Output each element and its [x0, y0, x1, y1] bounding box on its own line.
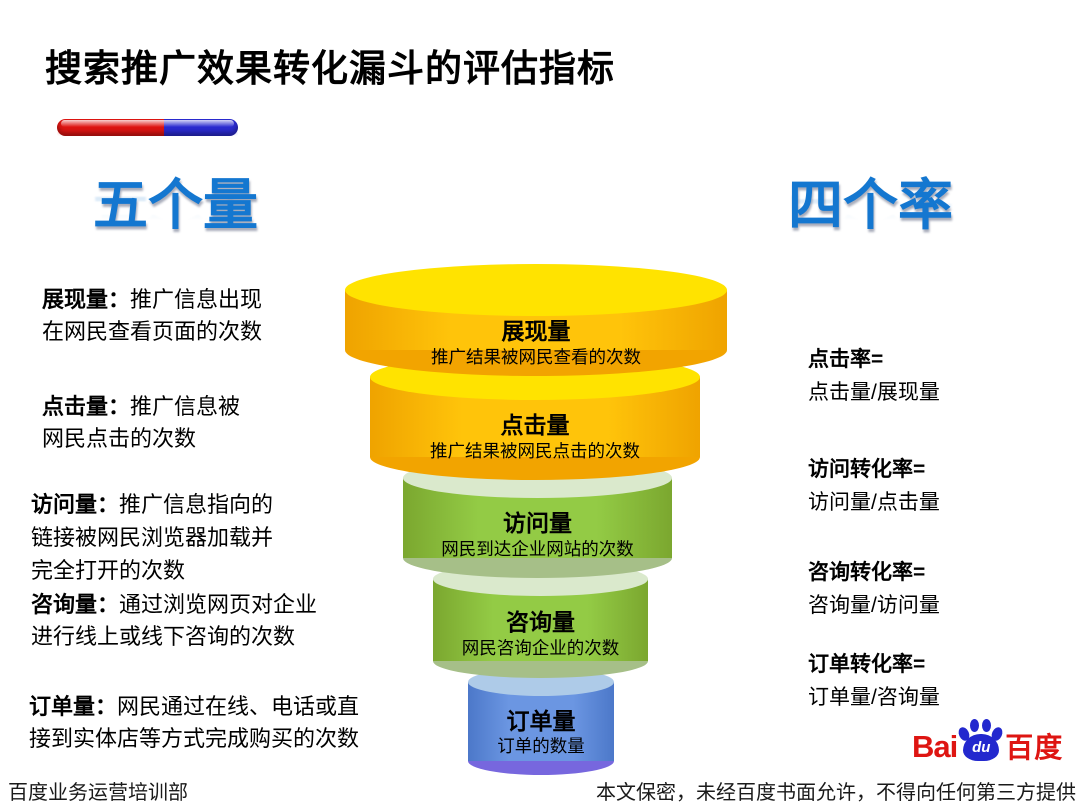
funnel-level-name: 点击量 [500, 412, 570, 439]
funnel-level-desc: 推广结果被网民点击的次数 [430, 440, 640, 461]
baidu-logo: Bai du 百度 [912, 718, 1063, 764]
rate-visit-conversion: 访问转化率= 访问量/点击量 [808, 458, 940, 514]
funnel-level-clicks: 点击量 推广结果被网民点击的次数 [370, 354, 700, 480]
funnel-level-name: 展现量 [501, 318, 571, 345]
cylinder-top [345, 264, 727, 316]
definition-inquiries: 咨询量：通过浏览网页对企业 进行线上或线下咨询的次数 [31, 592, 318, 649]
rate-ctr: 点击率= 点击量/展现量 [808, 348, 940, 404]
section-header-rates: 四个率 四个率 [788, 174, 954, 240]
rate-order-conversion: 订单转化率= 订单量/咨询量 [808, 653, 940, 709]
funnel-level-name: 咨询量 [506, 609, 575, 636]
rate-inquiry-conversion: 咨询转化率= 咨询量/访问量 [808, 561, 940, 617]
funnel-level-impressions: 展现量 推广结果被网民查看的次数 [345, 264, 727, 376]
funnel-level-name: 访问量 [503, 510, 572, 537]
divider-bar-reflection [57, 128, 238, 139]
funnel-level-desc: 网民到达企业网站的次数 [441, 538, 634, 559]
definition-impressions: 展现量：推广信息出现 在网民查看页面的次数 [42, 287, 263, 344]
funnel-level-orders: 订单量 订单的数量 [468, 668, 614, 775]
footer-confidentiality: 本文保密，未经百度书面允许，不得向任何第三方提供 [596, 782, 1076, 804]
definition-orders: 订单量：网民通过在线、电话或直 接到实体店等方式完成购买的次数 [29, 694, 360, 751]
funnel-level-desc: 网民咨询企业的次数 [461, 637, 620, 658]
baidu-paw-icon: du [956, 718, 1005, 764]
footer-department: 百度业务运营培训部 [8, 782, 188, 804]
slide-title: 搜索推广效果转化漏斗的评估指标 [45, 48, 615, 89]
definition-clicks: 点击量：推广信息被 网民点击的次数 [42, 394, 241, 451]
funnel-level-name: 订单量 [506, 707, 576, 734]
definition-visits: 访问量：推广信息指向的 链接被网民浏览器加载并 完全打开的次数 [31, 492, 274, 583]
divider-bar [57, 119, 238, 136]
section-header-quantities: 五个量 五个量 [93, 174, 259, 240]
funnel-level-desc: 订单的数量 [497, 736, 585, 757]
funnel-level-desc: 推广结果被网民查看的次数 [431, 346, 641, 367]
funnel-level-inquiries: 咨询量 网民咨询企业的次数 [433, 562, 648, 678]
